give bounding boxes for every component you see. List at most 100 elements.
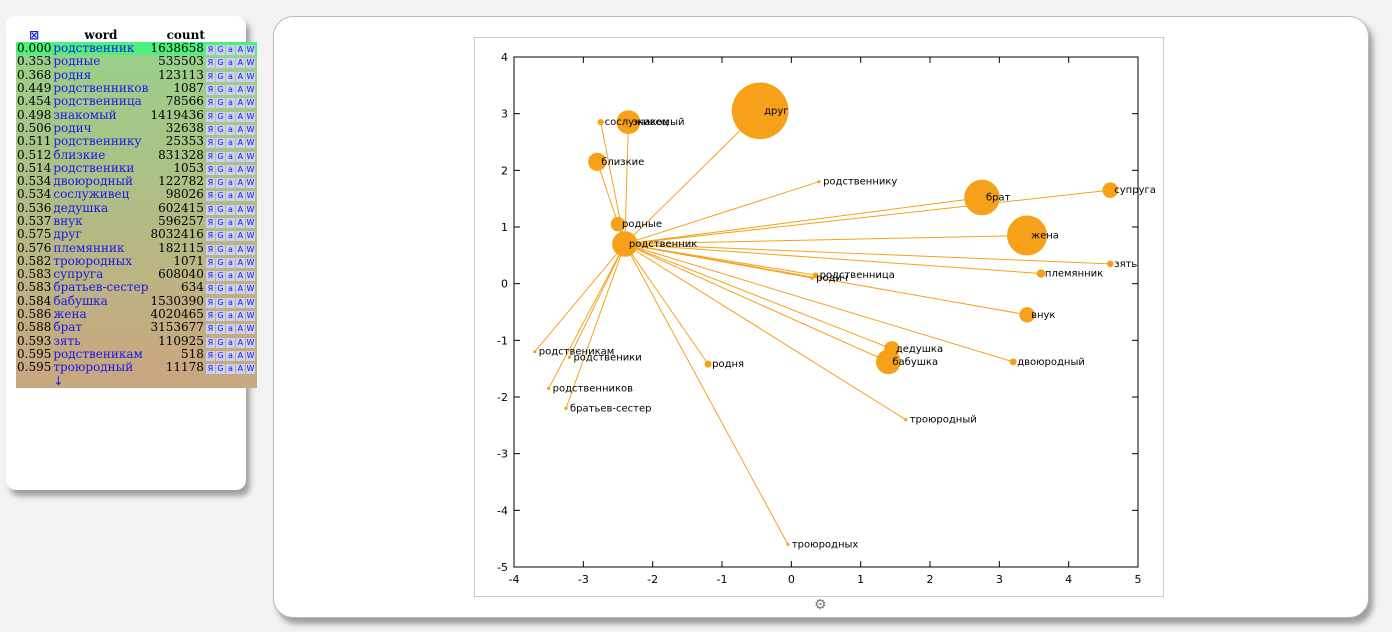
action-link[interactable]: a (225, 58, 235, 69)
action-link[interactable]: Я (205, 191, 215, 202)
action-link[interactable]: Я (205, 350, 215, 361)
action-link[interactable]: A (235, 164, 245, 175)
action-link[interactable]: W (245, 191, 255, 202)
word-link[interactable]: племянник (53, 240, 125, 255)
action-link[interactable]: a (225, 111, 235, 122)
action-link[interactable]: G (215, 231, 225, 242)
action-link[interactable]: a (225, 151, 235, 162)
action-link[interactable]: A (235, 218, 245, 228)
action-link[interactable]: Я (205, 71, 215, 82)
action-link[interactable]: a (225, 138, 235, 149)
action-link[interactable]: G (215, 350, 225, 361)
action-link[interactable]: a (225, 85, 235, 96)
action-link[interactable]: a (225, 311, 235, 322)
action-link[interactable]: a (225, 271, 235, 282)
action-link[interactable]: G (215, 98, 225, 109)
action-link[interactable]: Я (205, 337, 215, 348)
action-link[interactable]: Я (205, 138, 215, 149)
action-link[interactable]: a (225, 297, 235, 308)
action-link[interactable]: A (235, 271, 245, 282)
action-link[interactable]: a (225, 178, 235, 189)
action-link[interactable]: Я (205, 164, 215, 175)
action-link[interactable]: W (245, 138, 255, 149)
action-link[interactable]: W (245, 151, 255, 162)
action-link[interactable]: W (245, 85, 255, 96)
action-link[interactable]: Я (205, 244, 215, 255)
action-link[interactable]: a (225, 71, 235, 82)
action-link[interactable]: Я (205, 85, 215, 96)
action-link[interactable]: a (225, 191, 235, 202)
word-link[interactable]: родственник (53, 41, 135, 56)
action-link[interactable]: A (235, 297, 245, 308)
action-link[interactable]: A (235, 311, 245, 322)
word-link[interactable]: родные (53, 54, 101, 69)
count-column-header[interactable]: count (166, 28, 205, 42)
action-link[interactable]: A (235, 244, 245, 255)
word-link[interactable]: сослуживец (53, 187, 130, 202)
word-link[interactable]: жена (53, 307, 87, 322)
action-link[interactable]: Я (205, 204, 215, 215)
word-column-header[interactable]: word (84, 28, 118, 42)
action-link[interactable]: a (225, 350, 235, 361)
action-link[interactable]: G (215, 45, 225, 56)
word-link[interactable]: зять (53, 333, 81, 348)
action-link[interactable]: a (225, 231, 235, 242)
action-link[interactable]: A (235, 191, 245, 202)
word-link[interactable]: внук (53, 214, 83, 228)
word-link[interactable]: бабушка (53, 293, 108, 308)
action-link[interactable]: W (245, 71, 255, 82)
word-link[interactable]: братьев-сестер (53, 280, 149, 295)
action-link[interactable]: A (235, 58, 245, 69)
action-link[interactable]: W (245, 311, 255, 322)
action-link[interactable]: A (235, 231, 245, 242)
action-link[interactable]: a (225, 337, 235, 348)
action-link[interactable]: A (235, 111, 245, 122)
word-link[interactable]: супруга (53, 267, 104, 282)
action-link[interactable]: G (215, 364, 225, 375)
action-link[interactable]: Я (205, 311, 215, 322)
action-link[interactable]: W (245, 178, 255, 189)
action-link[interactable]: A (235, 204, 245, 215)
action-link[interactable]: G (215, 284, 225, 295)
action-link[interactable]: W (245, 271, 255, 282)
action-link[interactable]: G (215, 244, 225, 255)
action-link[interactable]: A (235, 350, 245, 361)
action-link[interactable]: A (235, 257, 245, 268)
action-link[interactable]: G (215, 178, 225, 189)
action-link[interactable]: W (245, 324, 255, 335)
action-link[interactable]: W (245, 257, 255, 268)
action-link[interactable]: W (245, 218, 255, 228)
word-link[interactable]: родственикам (53, 346, 143, 361)
word-link[interactable]: родич (53, 120, 92, 135)
action-link[interactable]: W (245, 350, 255, 361)
action-link[interactable]: W (245, 231, 255, 242)
word-link[interactable]: близкие (53, 147, 106, 162)
word-link[interactable]: троюродный (53, 360, 134, 375)
action-link[interactable]: A (235, 71, 245, 82)
action-link[interactable]: a (225, 244, 235, 255)
word-link[interactable]: родственики (53, 160, 135, 175)
action-link[interactable]: Я (205, 297, 215, 308)
action-link[interactable]: G (215, 85, 225, 96)
action-link[interactable]: G (215, 164, 225, 175)
action-link[interactable]: G (215, 58, 225, 69)
action-link[interactable]: Я (205, 124, 215, 135)
action-link[interactable]: G (215, 337, 225, 348)
word-link[interactable]: родственников (53, 81, 149, 96)
action-link[interactable]: W (245, 204, 255, 215)
word-link[interactable]: друг (53, 227, 82, 242)
action-link[interactable]: W (245, 297, 255, 308)
action-link[interactable]: Я (205, 231, 215, 242)
action-link[interactable]: W (245, 98, 255, 109)
action-link[interactable]: A (235, 284, 245, 295)
action-link[interactable]: a (225, 324, 235, 335)
action-link[interactable]: Я (205, 271, 215, 282)
action-link[interactable]: W (245, 124, 255, 135)
action-link[interactable]: Я (205, 178, 215, 189)
action-link[interactable]: Я (205, 324, 215, 335)
action-link[interactable]: G (215, 311, 225, 322)
action-link[interactable]: a (225, 204, 235, 215)
word-link[interactable]: троюродных (53, 253, 132, 268)
action-link[interactable]: Я (205, 45, 215, 56)
word-link[interactable]: дедушка (53, 200, 109, 215)
